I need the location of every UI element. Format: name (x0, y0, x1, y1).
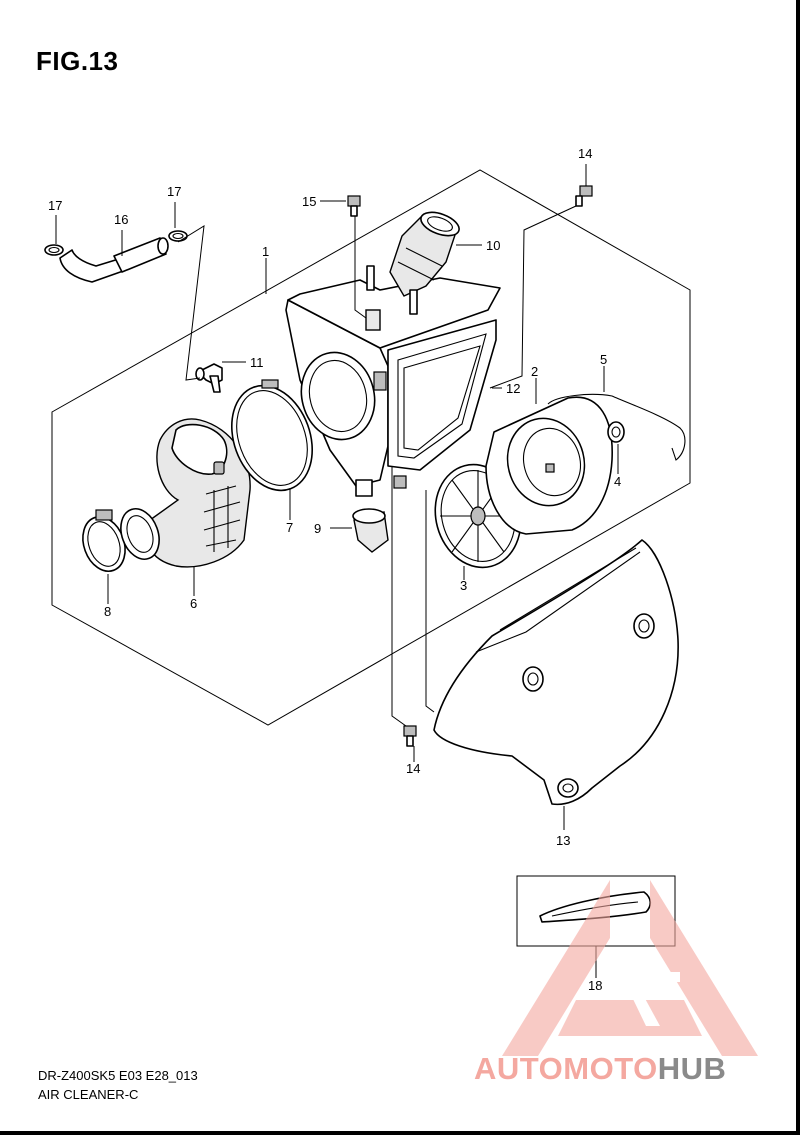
part-15-bolt (347, 195, 361, 217)
part-2-filter-element (485, 396, 613, 535)
callout-10: 10 (486, 238, 500, 253)
page-border-right (796, 0, 800, 1135)
watermark-word-hub: HUB (657, 1051, 727, 1086)
watermark-logo (502, 880, 758, 1056)
callout-3: 3 (460, 578, 467, 593)
watermark-wordmark: AUTOMOTOHUB (474, 1051, 726, 1087)
part-4-grommet (607, 421, 625, 443)
callout-8: 8 (104, 604, 111, 619)
part-11-fitting (195, 363, 223, 393)
part-17-clamp-left (44, 244, 64, 256)
part-1-air-cleaner-case (285, 277, 501, 497)
callout-5: 5 (600, 352, 607, 367)
callout-2: 2 (531, 364, 538, 379)
callout-4: 4 (614, 474, 621, 489)
part-10-intake-boot (389, 211, 460, 297)
figure-title: FIG.13 (36, 46, 119, 76)
watermark-word-auto: AUTO (474, 1051, 564, 1086)
part-6-intake-duct (145, 418, 251, 568)
callout-17-left: 17 (48, 198, 62, 213)
leader-lines (55, 164, 619, 978)
callout-9: 9 (314, 521, 321, 536)
case-pins (365, 265, 418, 331)
callout-15: 15 (302, 194, 316, 209)
callout-18: 18 (588, 978, 602, 993)
callout-7: 7 (286, 520, 293, 535)
assembly-frame (51, 169, 691, 726)
callout-11: 11 (250, 355, 264, 370)
part-13-side-cover (433, 539, 679, 806)
page-border-bottom (0, 1131, 800, 1135)
watermark-word-moto: MOTO (563, 1051, 658, 1086)
part-5-wire-clip (547, 393, 686, 461)
part-6-duct-inlet-ring (120, 508, 160, 560)
callout-14-bottom: 14 (406, 761, 420, 776)
callout-1: 1 (262, 244, 269, 259)
model-code-caption: DR-Z400SK5 E03 E28_013 (38, 1068, 198, 1083)
callout-17-right: 17 (167, 184, 181, 199)
assembly-name-caption: AIR CLEANER-C (38, 1087, 139, 1102)
part-14-bolt-top (575, 185, 593, 207)
callout-14-top: 14 (578, 146, 592, 161)
part-17-clamp-right (168, 230, 188, 242)
callout-13: 13 (556, 833, 570, 848)
callout-6: 6 (190, 596, 197, 611)
part-16-breather-hose (59, 237, 169, 283)
callout-12: 12 (506, 381, 520, 396)
part-9-drain-plug (352, 508, 389, 553)
part-14-bolt-bottom (403, 725, 417, 747)
callout-16: 16 (114, 212, 128, 227)
